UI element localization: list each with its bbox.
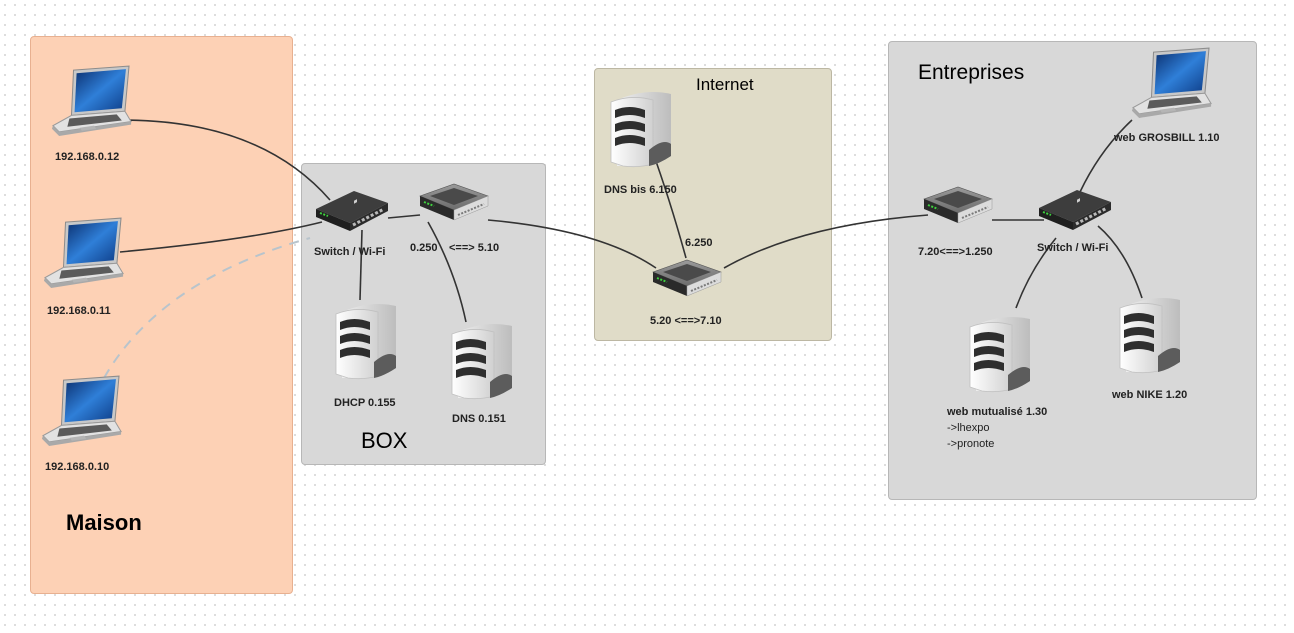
web-nike-label: web NIKE 1.20 — [1112, 389, 1188, 401]
laptop-2-label: 192.168.0.11 — [47, 305, 111, 317]
link-laptop1-switch — [121, 119, 331, 201]
zone-title-maison: Maison — [66, 510, 142, 535]
link-entswitch-webmutualise — [1015, 237, 1057, 309]
server-icon[interactable] — [968, 306, 1034, 396]
internet-router-bottom-label: 5.20 <==>7.10 — [650, 315, 722, 327]
web-mutualise-sub1-label: ->lhexpo — [947, 422, 990, 434]
server-icon[interactable] — [609, 84, 675, 168]
web-grosbill-label: web GROSBILL 1.10 — [1114, 132, 1220, 144]
router-icon[interactable] — [416, 180, 492, 224]
dhcp-server-label: DHCP 0.155 — [334, 397, 396, 409]
laptop-icon[interactable] — [1128, 46, 1214, 120]
link-switch-dhcp — [359, 229, 363, 301]
link-entswitch-nike — [1097, 225, 1143, 299]
box-router-right-label: <==> 5.10 — [449, 242, 500, 254]
dns-bis-server-label: DNS bis 6.150 — [604, 184, 677, 196]
link-laptop2-switch — [119, 221, 323, 253]
router-icon[interactable] — [649, 256, 725, 300]
wifi-link-laptop3 — [103, 237, 311, 379]
zone-title-box: BOX — [361, 428, 408, 453]
box-router-left-label: 0.250 — [410, 242, 438, 254]
laptop-3-label: 192.168.0.10 — [45, 461, 110, 473]
server-icon[interactable] — [334, 296, 400, 380]
link-internetrouter-entrouter — [723, 214, 929, 269]
dns-server-label: DNS 0.151 — [452, 413, 506, 425]
server-icon[interactable] — [450, 316, 516, 400]
router-icon[interactable] — [920, 183, 996, 227]
ent-router-label: 7.20<==>1.250 — [918, 246, 993, 258]
link-boxrouter-internetrouter — [487, 219, 657, 269]
box-switch-label: Switch / Wi-Fi — [314, 246, 386, 258]
server-icon[interactable] — [1118, 290, 1184, 374]
laptop-icon[interactable] — [48, 64, 134, 138]
link-boxrouter-dns — [427, 221, 467, 323]
web-mutualise-sub2-label: ->pronote — [947, 438, 995, 450]
link-switch-boxrouter — [387, 214, 421, 219]
laptop-1-label: 192.168.0.12 — [55, 151, 120, 163]
link-entswitch-grosbill — [1079, 119, 1133, 193]
laptop-icon[interactable] — [38, 374, 124, 448]
zone-title-entreprises: Entreprises — [918, 61, 1025, 84]
web-mutualise-label: web mutualisé 1.30 — [947, 406, 1048, 418]
ent-switch-label: Switch / Wi-Fi — [1037, 242, 1109, 254]
laptop-icon[interactable] — [40, 216, 126, 290]
zone-title-internet: Internet — [696, 75, 754, 94]
zone-entreprises — [888, 41, 1257, 500]
network-switch-icon[interactable] — [314, 187, 390, 231]
network-switch-icon[interactable] — [1037, 186, 1113, 230]
internet-router-top-label: 6.250 — [685, 237, 713, 249]
